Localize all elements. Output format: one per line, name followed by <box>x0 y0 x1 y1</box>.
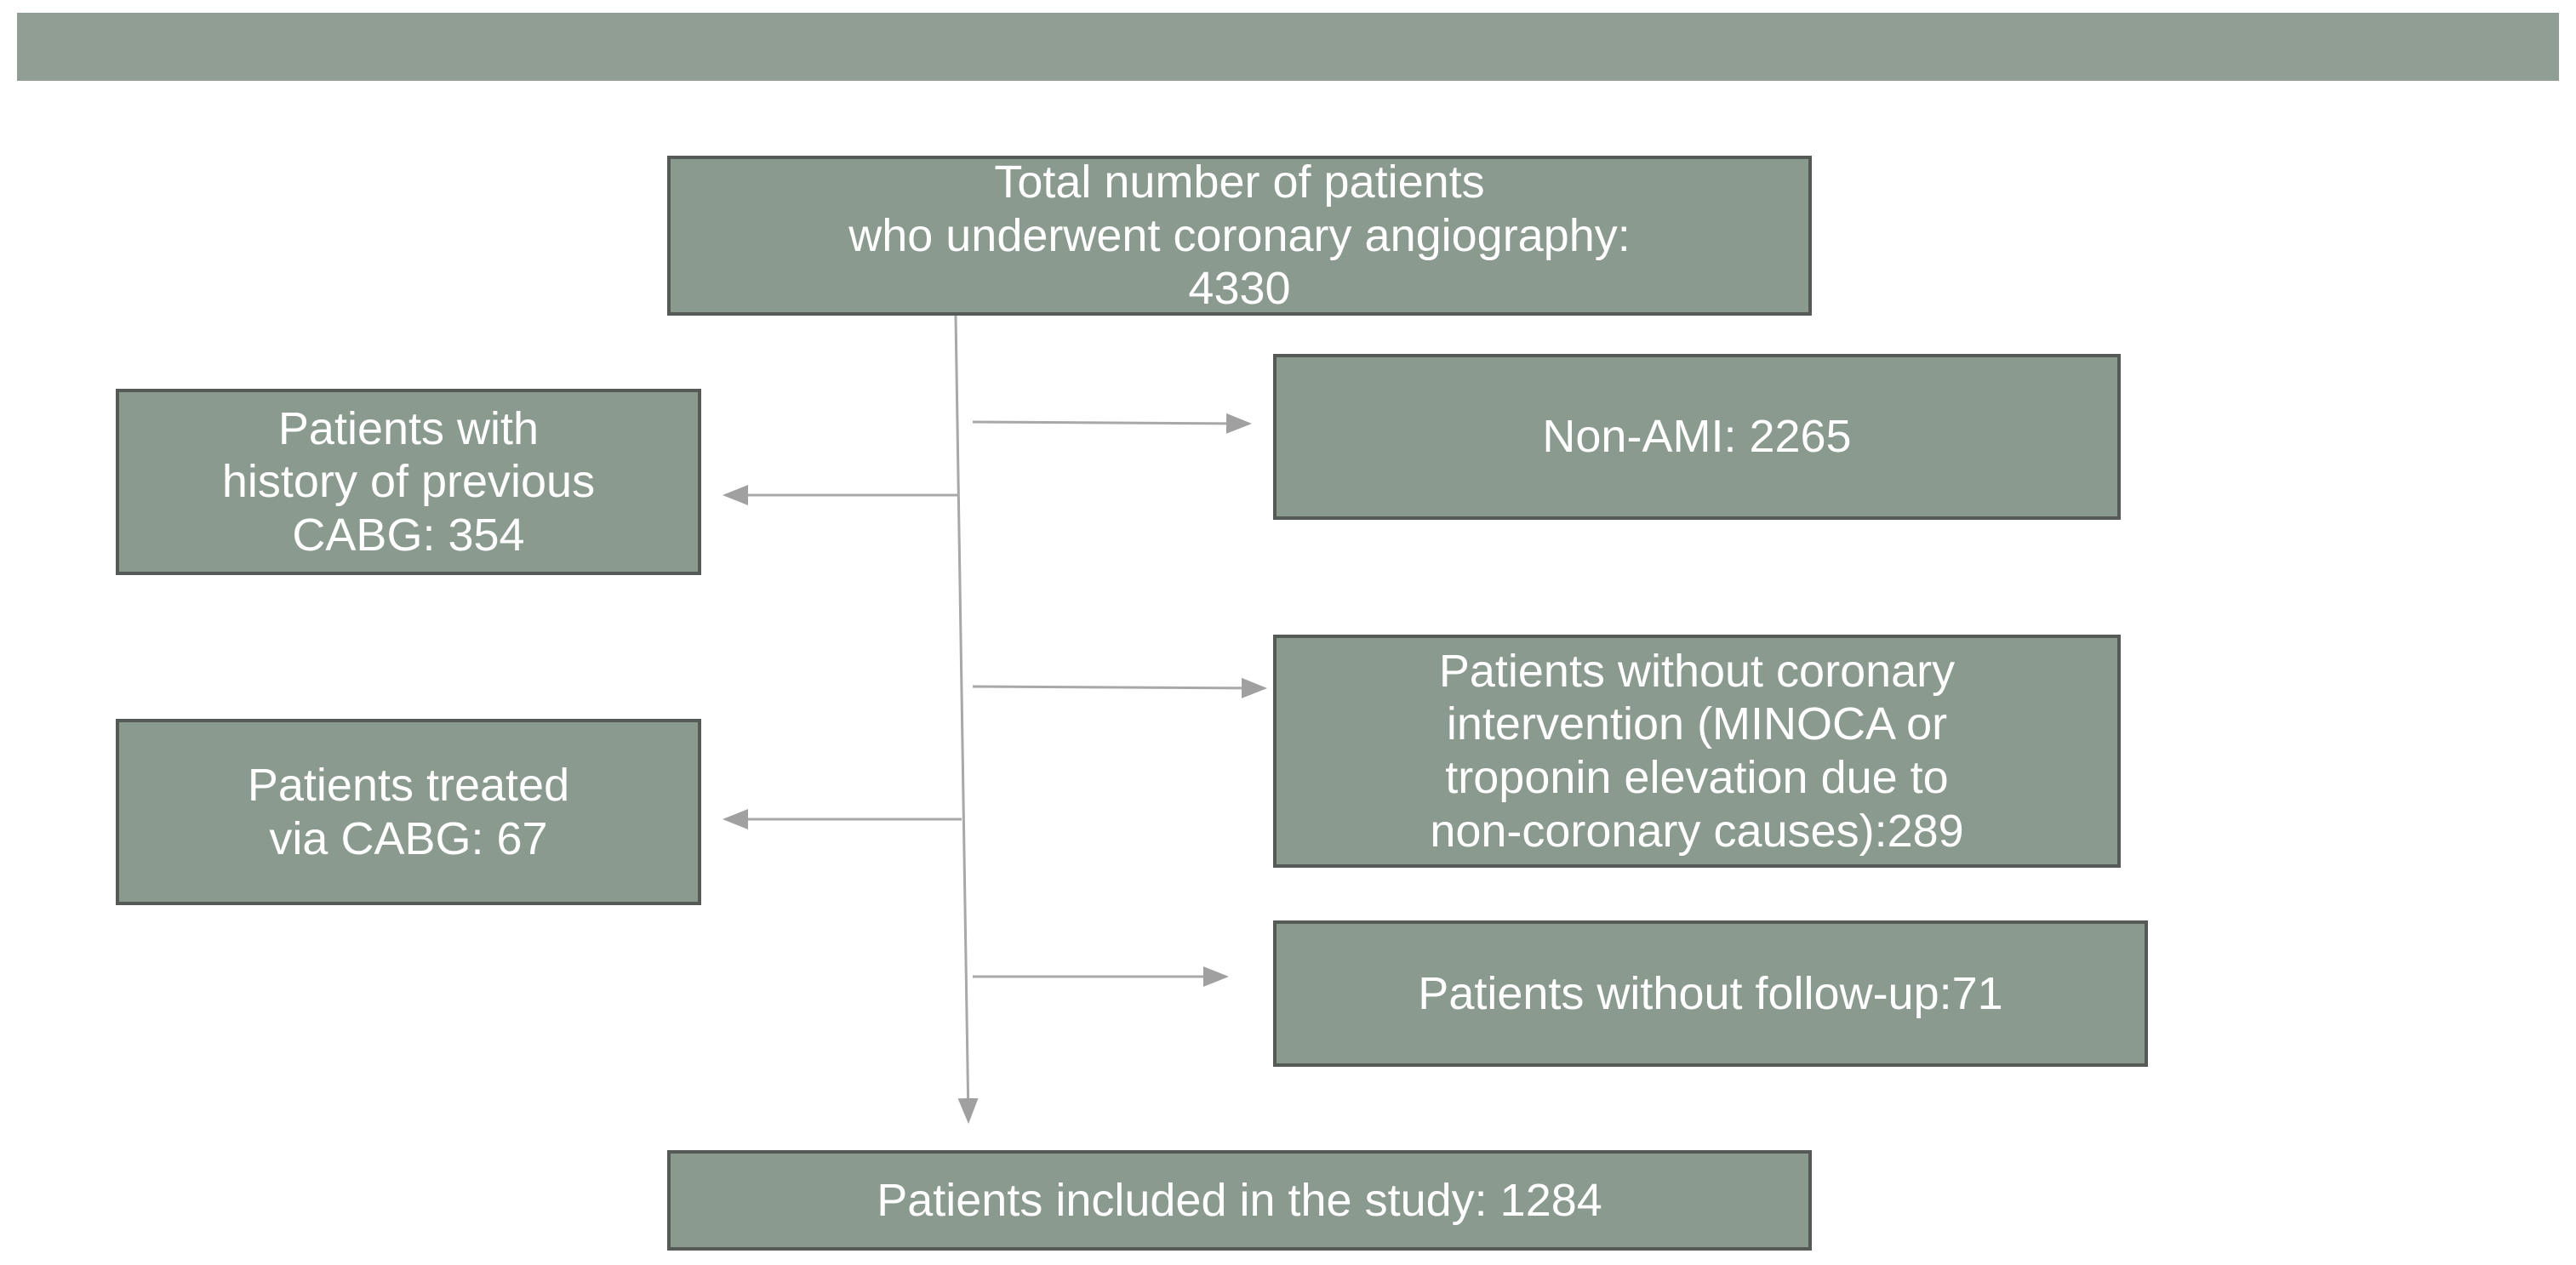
no-followup-box: Patients without follow-up:71 <box>1273 920 2148 1067</box>
previous-cabg-box: Patients with history of previous CABG: … <box>116 389 701 575</box>
header-bar <box>17 13 2559 81</box>
treated-via-cabg-box: Patients treated via CABG: 67 <box>116 719 701 905</box>
main-trunk-arrow <box>954 315 979 1124</box>
total-patients-box: Total number of patients who underwent c… <box>667 156 1812 316</box>
arrow-to-non-ami <box>972 413 1252 434</box>
non-ami-box: Non-AMI: 2265 <box>1273 354 2121 520</box>
no-intervention-box: Patients without coronary intervention (… <box>1273 635 2121 868</box>
included-patients-box: Patients included in the study: 1284 <box>667 1150 1812 1251</box>
arrow-to-no-intervention <box>972 677 1267 698</box>
